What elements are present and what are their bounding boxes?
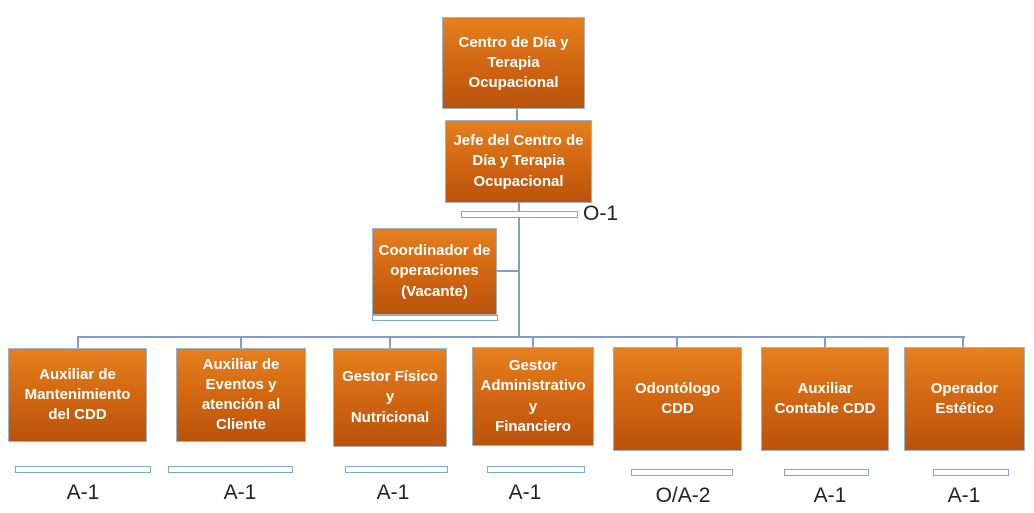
connector-stub-1 xyxy=(77,337,79,348)
connector-stub-6 xyxy=(824,337,826,348)
grade-label-7: A-1 xyxy=(947,484,981,507)
node-jefe-centro: Jefe del Centro de Día y Terapia Ocupaci… xyxy=(445,120,592,203)
grade-bar-2 xyxy=(168,466,293,473)
grade-label-5: O/A-2 xyxy=(655,484,711,507)
node-auxiliar-eventos: Auxiliar de Eventos y atención al Client… xyxy=(176,348,306,442)
grade-bar-jefe xyxy=(461,211,578,218)
grade-bar-5 xyxy=(631,469,733,476)
connector-coordinador-horizontal xyxy=(497,270,519,272)
grade-label-2: A-1 xyxy=(223,481,257,504)
node-operador-estetico: Operador Estético xyxy=(904,347,1025,451)
grade-bar-coordinador xyxy=(372,315,498,321)
connector-stub-7 xyxy=(962,337,964,348)
connector-stub-4 xyxy=(532,337,534,348)
connector-stub-2 xyxy=(240,337,242,348)
grade-label-3: A-1 xyxy=(376,481,410,504)
node-auxiliar-contable: Auxiliar Contable CDD xyxy=(761,347,889,451)
node-auxiliar-mantenimiento: Auxiliar de Mantenimiento del CDD xyxy=(8,348,147,442)
grade-bar-1 xyxy=(15,466,151,473)
connector-stub-3 xyxy=(389,337,391,348)
connector-jefe-vertical xyxy=(518,203,520,338)
grade-label-4: A-1 xyxy=(508,481,542,504)
grade-bar-3 xyxy=(345,466,448,473)
grade-bar-6 xyxy=(784,469,869,476)
node-coordinador-operaciones: Coordinador de operaciones (Vacante) xyxy=(372,228,497,315)
grade-label-6: A-1 xyxy=(813,484,847,507)
node-odontologo: Odontólogo CDD xyxy=(613,347,742,451)
node-centro-de-dia: Centro de Día y Terapia Ocupacional xyxy=(442,17,585,109)
connector-root-to-jefe xyxy=(516,109,518,120)
node-gestor-fisico: Gestor Físico y Nutricional xyxy=(333,348,447,447)
node-gestor-administrativo: Gestor Administrativo y Financiero xyxy=(472,347,594,446)
connector-stub-5 xyxy=(676,337,678,348)
grade-bar-4 xyxy=(487,466,585,473)
grade-label-jefe: O-1 xyxy=(583,202,619,225)
grade-bar-7 xyxy=(933,469,1009,476)
connector-staff-row-horizontal xyxy=(77,336,965,338)
grade-label-1: A-1 xyxy=(66,481,100,504)
